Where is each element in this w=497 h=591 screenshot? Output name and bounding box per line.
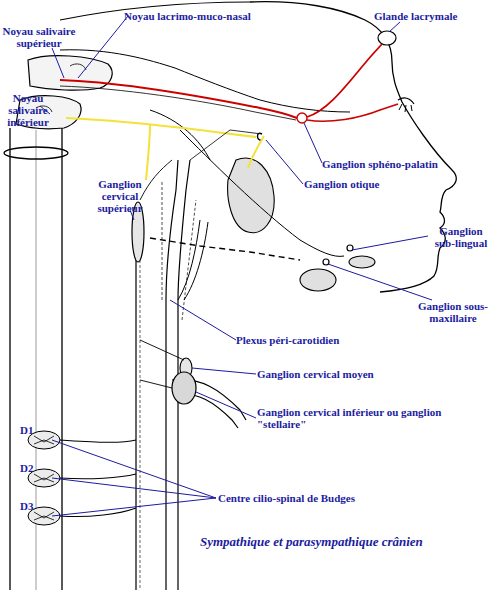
spinal-neuron [34, 436, 54, 520]
submandibular-gland [300, 269, 336, 291]
ganglion-label: Ganglion sub-lingual [428, 225, 494, 249]
nucleus-label: Noyau salivaire inférieur [0, 92, 56, 128]
lacrimal-gland [378, 31, 396, 45]
ganglion-label: Ganglion cervical moyen [257, 368, 417, 380]
segment-label: D3 [20, 500, 50, 512]
sympathetic-chain [135, 210, 136, 590]
parasympathetic-fibre [60, 80, 297, 118]
external-carotid [178, 220, 208, 300]
segment-label: D1 [20, 424, 50, 436]
parasympathetic-fibre [307, 104, 398, 121]
parasympathetic-fibre [248, 136, 264, 168]
foramen-ring [4, 147, 68, 159]
nucleus-label: Noyau lacrimo-muco-nasal [124, 10, 284, 22]
ganglion-label: Ganglion cervical supérieur [90, 178, 150, 214]
ramus [60, 440, 136, 517]
nerve-fibre [60, 86, 296, 120]
ganglion-label: Ganglion cervical inférieur ou ganglion … [257, 406, 487, 430]
pericarotid-plexus [162, 180, 196, 320]
sympathetic-branch [140, 340, 184, 388]
stellate-ganglion [172, 372, 196, 404]
parasympathetic-fibre [146, 124, 150, 180]
parasympathetic-fibre [307, 44, 382, 117]
sympathetic-fibre [190, 130, 262, 160]
centre-label: Centre cilio-spinal de Budges [218, 492, 418, 504]
nucleus-label: Noyau salivaire supérieur [0, 25, 78, 49]
parotid-gland [228, 158, 275, 233]
eyelashes [399, 104, 412, 112]
ganglion-label: Ganglion sous-maxillaire [410, 300, 496, 324]
spinal-cord [10, 128, 62, 590]
sublingual-gland [349, 256, 375, 268]
pons [28, 56, 112, 91]
leader-line [40, 16, 432, 516]
sphenopalatine-ganglion [297, 113, 307, 123]
sympathetic-fibre [150, 238, 300, 260]
gland-label: Glande lacrymale [374, 10, 484, 22]
plexus-label: Plexus péri-carotidien [236, 334, 396, 346]
caption: Sympathique et parasympathique crânien [200, 534, 423, 550]
skull-base [150, 110, 210, 160]
segment-label: D2 [20, 462, 50, 474]
lingual-nerve [180, 130, 344, 256]
eye [398, 98, 414, 104]
sympathetic-fibre [140, 160, 172, 200]
ganglion-label: Ganglion sphéno-palatin [322, 158, 482, 170]
sympathetic-chain [140, 210, 141, 590]
face-profile [250, 2, 456, 292]
parasympathetic-fibre [66, 118, 256, 137]
ganglion-label: Ganglion otique [304, 178, 424, 190]
